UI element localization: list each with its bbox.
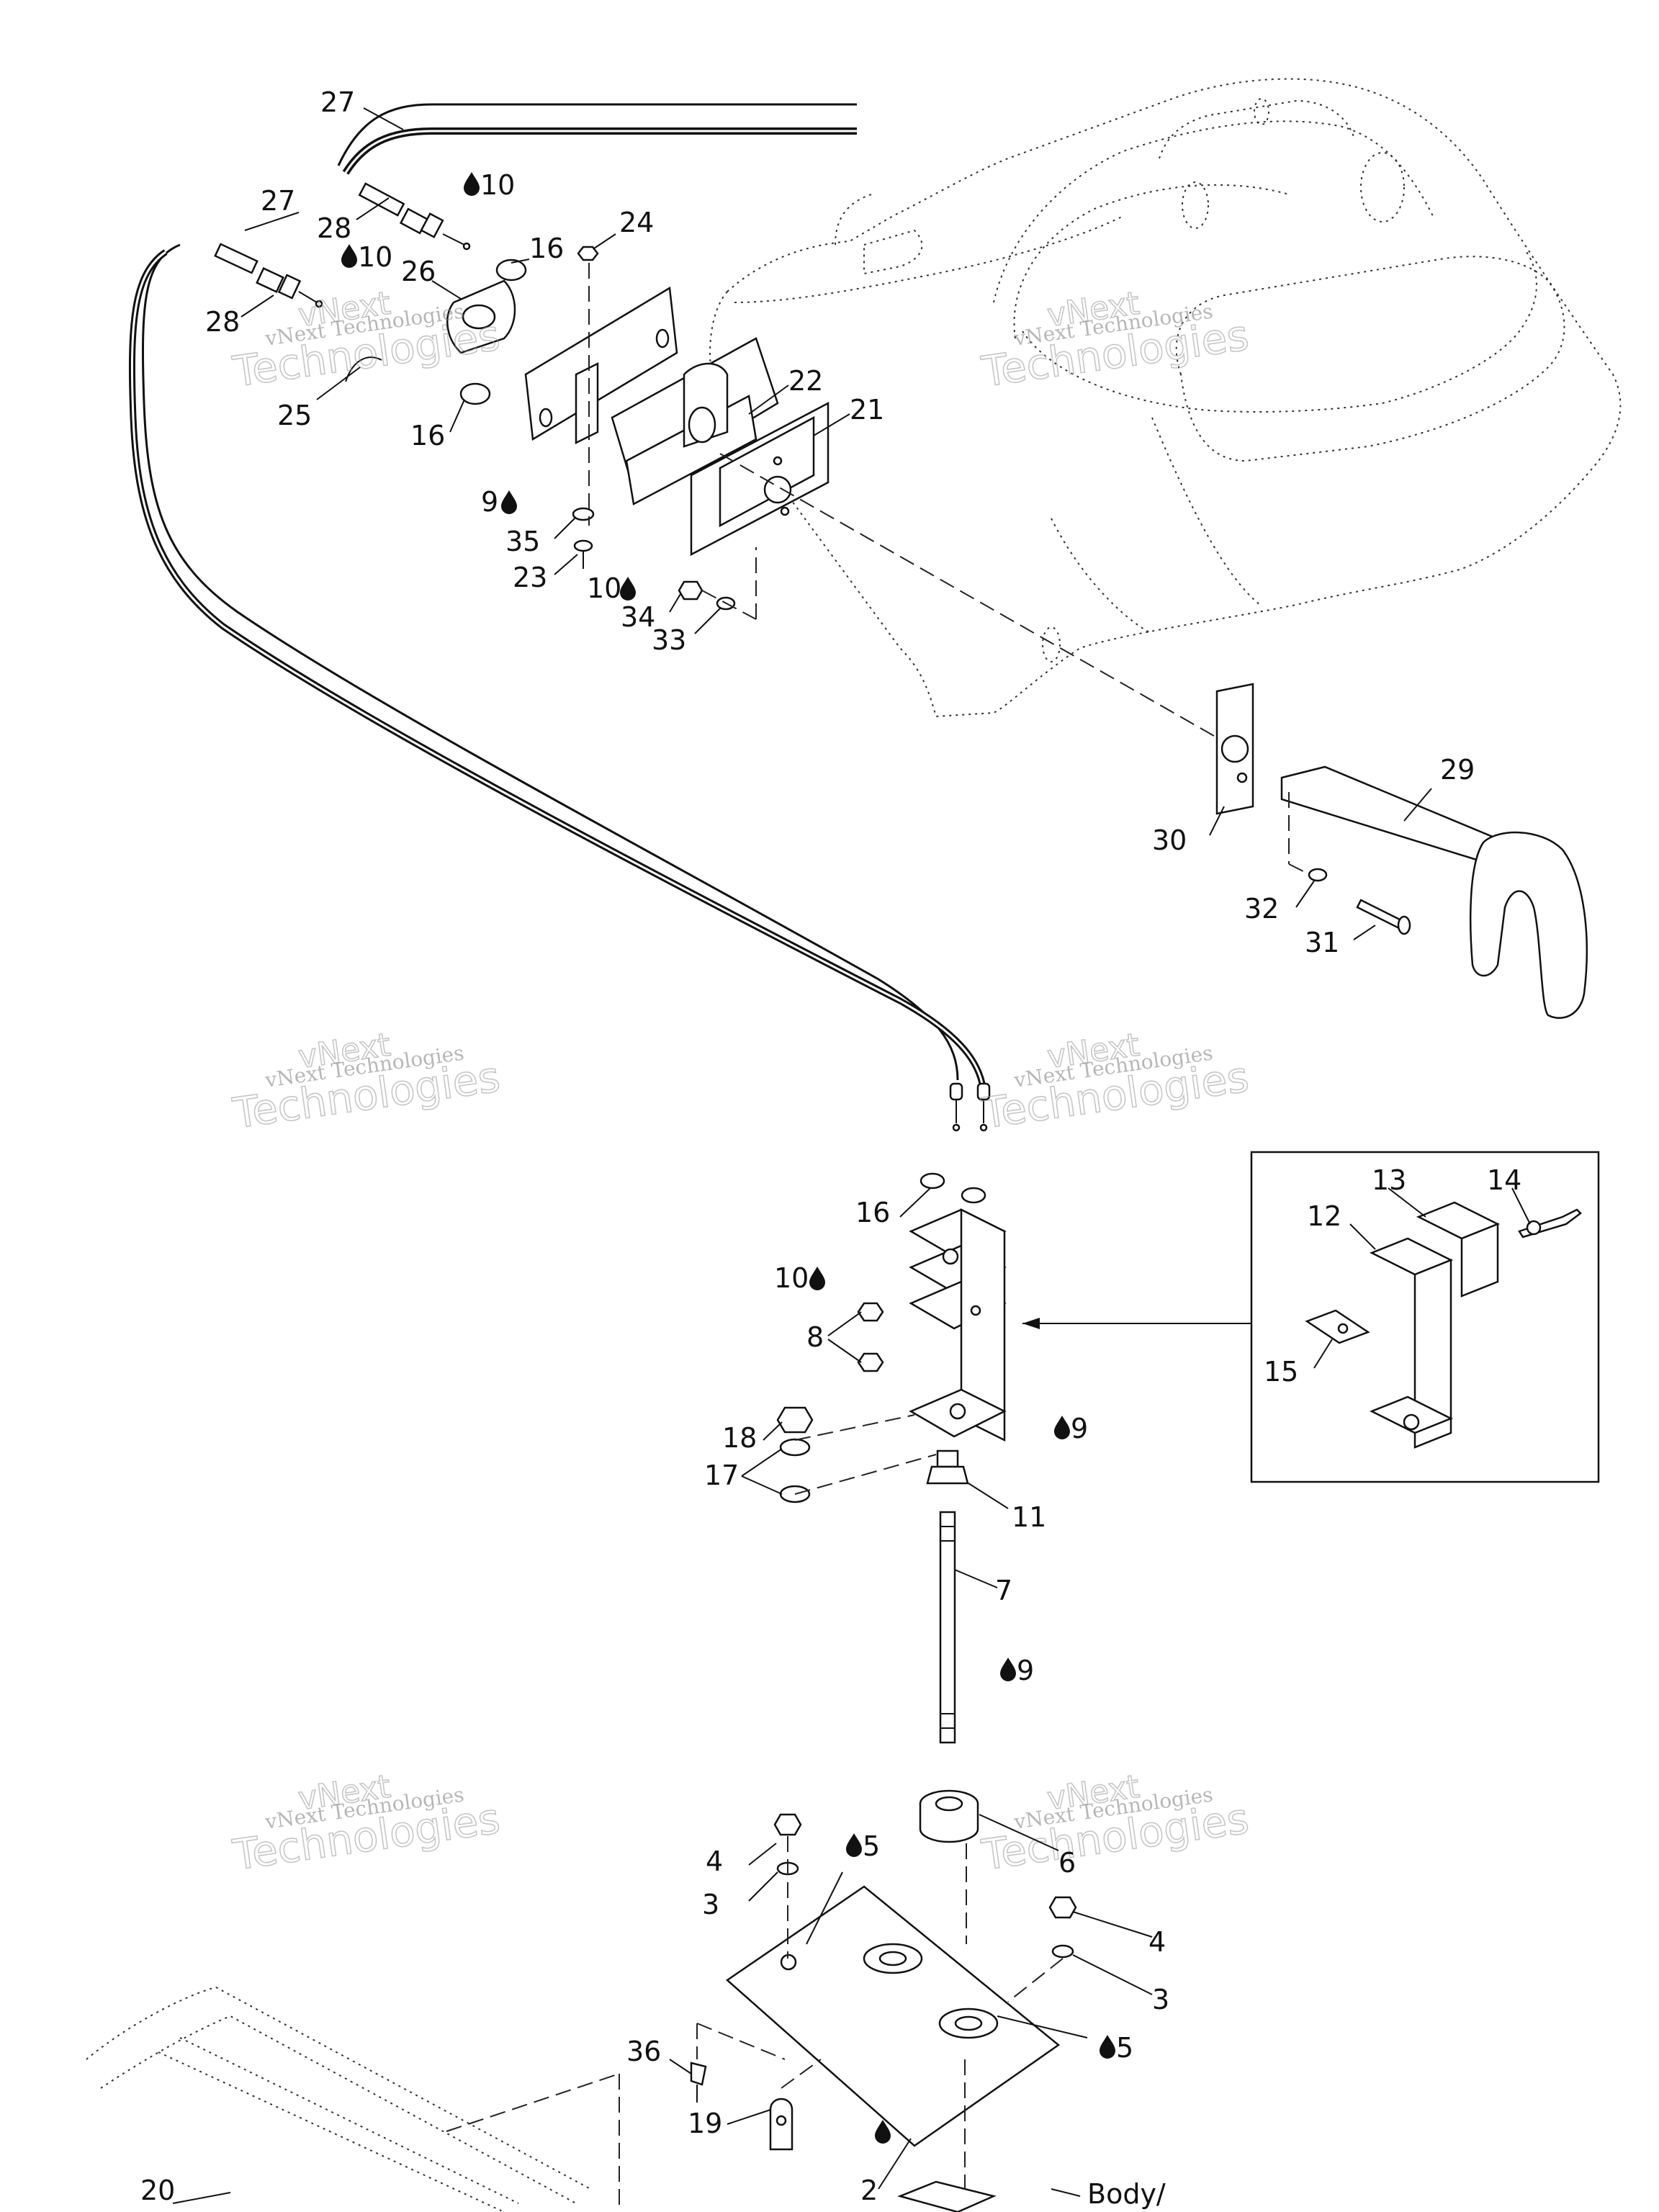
cable-assembly [128, 103, 991, 1132]
callout-9: 9 [1017, 1655, 1034, 1686]
grease-drop-icon [809, 1267, 825, 1290]
callout-26: 26 [401, 256, 436, 287]
callout-7: 7 [995, 1575, 1012, 1606]
callout-24: 24 [619, 207, 654, 238]
stud-assembly [919, 1449, 979, 1843]
body-label: Body/ [1087, 2178, 1166, 2210]
watermark-2: vNext vNext Technologies Technologies [978, 284, 1252, 397]
callout-35: 35 [505, 526, 540, 557]
watermark-3: vNext vNext Technologies Technologies [229, 1026, 503, 1138]
callout-23: 23 [513, 562, 547, 593]
callout-18: 18 [722, 1422, 757, 1454]
callout-labels: 27 27 28 28 10 10 16 24 26 25 16 22 21 9… [140, 86, 1521, 2210]
callout-5: 5 [1116, 2032, 1133, 2064]
callout-21: 21 [850, 394, 884, 426]
callout-19: 19 [688, 2108, 722, 2139]
grease-drop-icon [1000, 1658, 1016, 1681]
callout-8: 8 [806, 1321, 824, 1353]
callout-3: 3 [702, 1889, 719, 1920]
grease-drop-icon [620, 577, 636, 601]
upper-bracket-assembly [345, 246, 1225, 742]
callout-25: 25 [277, 400, 312, 431]
callout-9: 9 [481, 486, 498, 518]
watermark-1: vNext vNext Technologies Technologies [229, 284, 503, 397]
grease-drop-icon [1054, 1416, 1070, 1439]
callout-16: 16 [855, 1197, 890, 1228]
callout-16: 16 [529, 233, 564, 264]
handle-assembly [1215, 683, 1588, 1019]
callout-27: 27 [261, 185, 295, 217]
callout-27: 27 [320, 86, 355, 118]
callout-13: 13 [1372, 1164, 1406, 1196]
leader-lines [172, 107, 1531, 2204]
watermark-5: vNext vNext Technologies Technologies [229, 1768, 503, 1880]
hull-outline [709, 78, 1622, 718]
callout-16: 16 [410, 420, 445, 451]
callout-14: 14 [1487, 1164, 1521, 1196]
callout-36: 36 [626, 2036, 661, 2067]
callout-29: 29 [1440, 754, 1475, 786]
callout-2: 2 [860, 2175, 878, 2206]
callout-28: 28 [205, 306, 240, 338]
callout-10: 10 [587, 572, 621, 604]
callout-33: 33 [652, 624, 686, 656]
callout-9: 9 [1071, 1413, 1088, 1444]
callout-12: 12 [1307, 1200, 1341, 1232]
grease-drop-icon [1100, 2035, 1115, 2059]
callout-28: 28 [317, 212, 351, 244]
callout-10: 10 [358, 241, 392, 273]
callout-4: 4 [1148, 1926, 1166, 1958]
inset-box [1022, 1151, 1600, 1483]
lower-bracket [86, 1813, 1077, 2212]
callout-32: 32 [1244, 893, 1279, 925]
callout-10: 10 [480, 169, 515, 201]
watermark-6: vNext vNext Technologies Technologies [978, 1768, 1252, 1880]
grease-drop-icon [846, 1833, 862, 1857]
callout-22: 22 [788, 365, 823, 397]
callout-17: 17 [704, 1460, 739, 1491]
watermark-4: vNext vNext Technologies Technologies [978, 1026, 1252, 1138]
callout-31: 31 [1305, 927, 1339, 958]
grease-drop-icon [464, 172, 480, 196]
callout-6: 6 [1058, 1847, 1076, 1879]
callout-34: 34 [621, 601, 655, 633]
callout-11: 11 [1012, 1501, 1046, 1533]
grease-drop-icon [341, 244, 357, 268]
callout-30: 30 [1152, 824, 1187, 856]
callout-15: 15 [1264, 1356, 1298, 1388]
callout-20: 20 [140, 2175, 175, 2206]
callout-5: 5 [863, 1830, 880, 1862]
callout-4: 4 [706, 1845, 723, 1877]
callout-10: 10 [774, 1262, 809, 1294]
callout-3: 3 [1152, 1984, 1169, 2015]
grease-drop-icon [501, 490, 517, 514]
